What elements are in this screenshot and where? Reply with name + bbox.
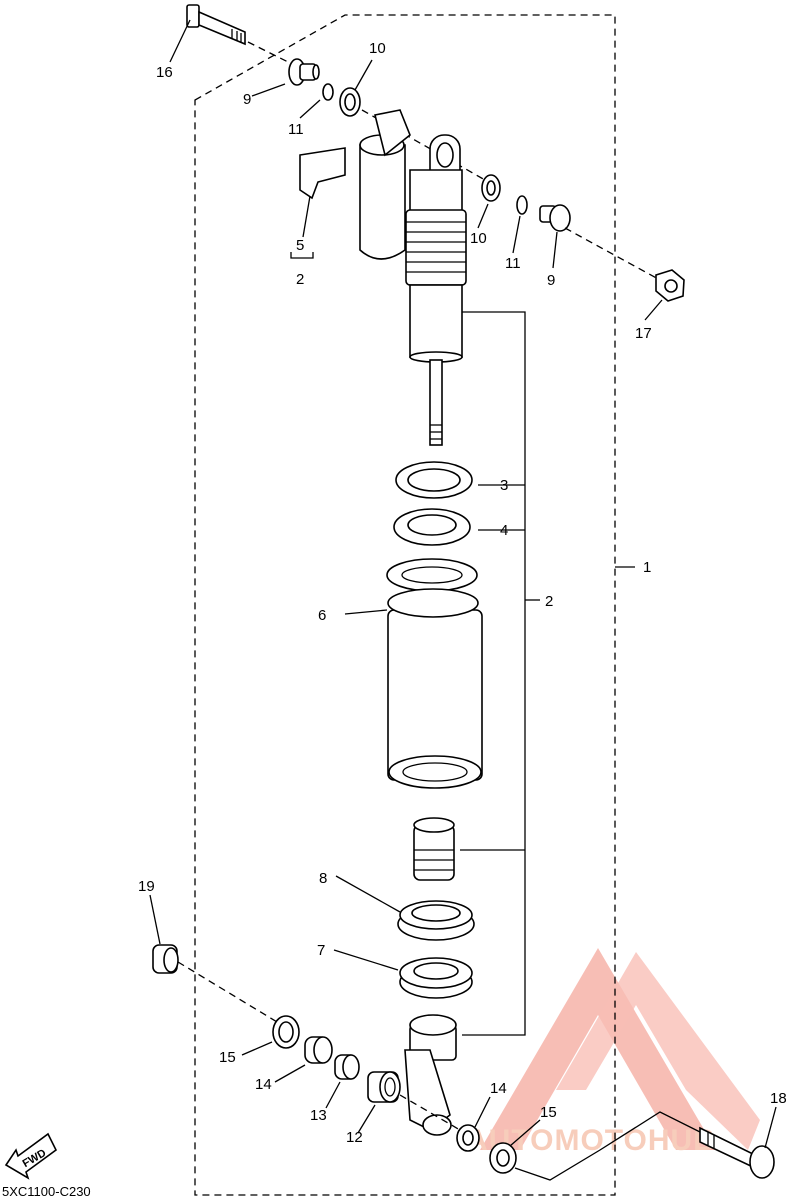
callout-3: 3 xyxy=(500,477,508,494)
shock-body xyxy=(405,134,467,446)
collar-9-right xyxy=(539,204,571,232)
callout-13: 13 xyxy=(310,1107,327,1124)
callout-15-left: 15 xyxy=(219,1049,236,1066)
callout-5: 5 xyxy=(296,237,304,254)
bearing-10-right xyxy=(481,174,501,202)
bearing-10-top xyxy=(339,87,361,117)
callout-19: 19 xyxy=(138,878,155,895)
ring-nut-4 xyxy=(393,508,471,546)
callout-7: 7 xyxy=(317,942,325,959)
callout-9-right: 9 xyxy=(547,272,555,289)
callout-2: 2 xyxy=(545,593,553,610)
callout-9-top: 9 xyxy=(243,91,251,108)
callout-2-sub: 2 xyxy=(296,271,304,288)
needle-bearing-12 xyxy=(367,1071,401,1103)
callout-17: 17 xyxy=(635,325,652,342)
shock-reservoir xyxy=(359,109,411,260)
callout-10-right: 10 xyxy=(470,230,487,247)
watermark-logo: AUTOMOTOHUB xyxy=(466,948,760,1157)
callout-6: 6 xyxy=(318,607,326,624)
callout-10-top: 10 xyxy=(369,40,386,57)
callout-1: 1 xyxy=(643,559,651,576)
oil-seal-15-left xyxy=(272,1015,300,1049)
spring-seat-7 xyxy=(399,957,473,999)
bump-stop xyxy=(413,817,455,881)
diagram-code: 5XC1100-C230 xyxy=(2,1184,91,1199)
fwd-arrow-icon: FWD xyxy=(4,1132,58,1180)
spring-guide-8 xyxy=(397,900,475,941)
callout-8: 8 xyxy=(319,870,327,887)
collar-19 xyxy=(152,944,179,974)
callout-11-top: 11 xyxy=(288,121,304,138)
lower-clevis xyxy=(404,1014,457,1136)
callout-15-right: 15 xyxy=(540,1104,557,1121)
assembly-boundary xyxy=(194,14,616,1196)
callout-14-right: 14 xyxy=(490,1080,507,1097)
bolt-18 xyxy=(699,1126,775,1179)
oil-seal-15-right xyxy=(489,1142,517,1174)
bearing-13 xyxy=(334,1054,360,1080)
callout-18: 18 xyxy=(770,1090,787,1107)
callout-11-right: 11 xyxy=(505,255,521,272)
spring-6 xyxy=(386,558,483,789)
oring-11-top xyxy=(322,83,334,101)
collar-9-top xyxy=(288,58,320,86)
oring-11-right xyxy=(516,195,528,215)
callout-14-left: 14 xyxy=(255,1076,272,1093)
collar-14-left xyxy=(304,1036,333,1064)
label-plate-5 xyxy=(299,147,346,200)
callout-4: 4 xyxy=(500,522,508,539)
bracket-line-2 xyxy=(462,311,526,1036)
bolt-16 xyxy=(186,4,246,46)
collar-14-right xyxy=(456,1124,480,1152)
nut-17 xyxy=(655,269,685,302)
callout-12: 12 xyxy=(346,1129,363,1146)
ring-nut-3 xyxy=(395,461,473,499)
callout-16: 16 xyxy=(156,64,173,81)
